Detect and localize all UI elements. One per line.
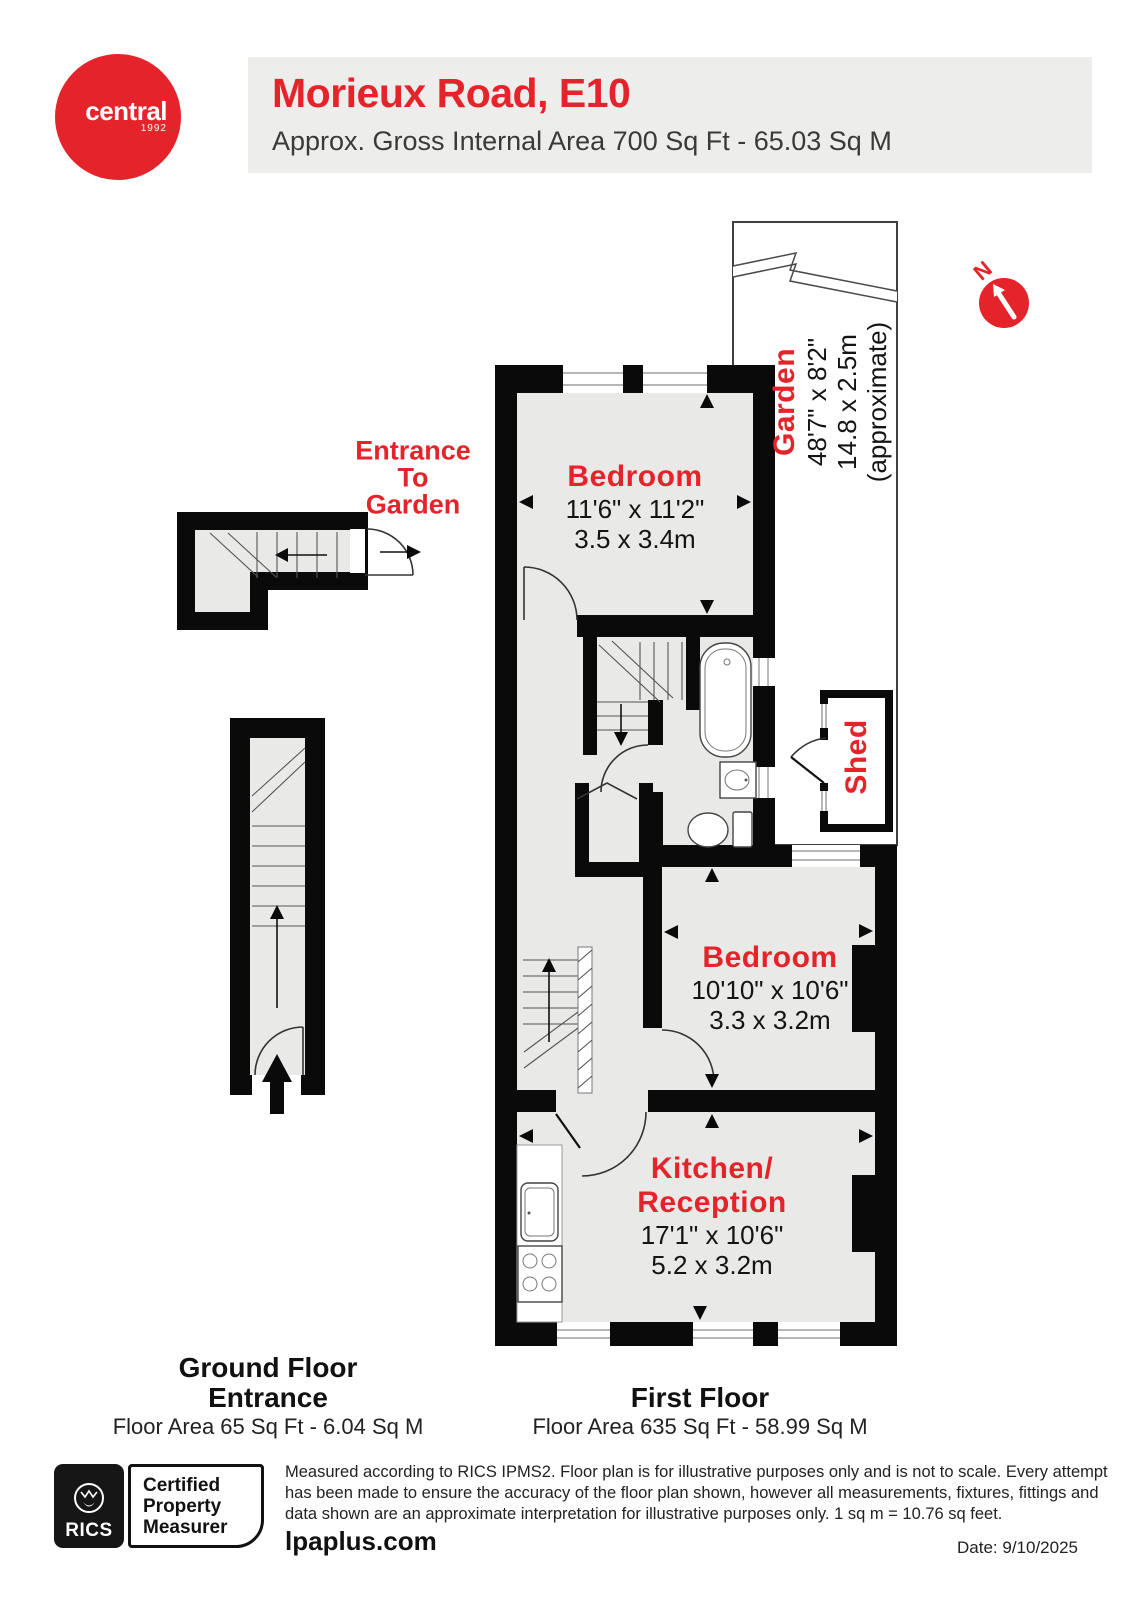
entrance-arrow <box>262 1054 292 1114</box>
disclaimer-line-2: has been made to ensure the accuracy of … <box>285 1484 1099 1502</box>
door-arcs <box>254 528 715 1177</box>
kitchen-label: Kitchen/ Reception 17'1" x 10'6" 5.2 x 3… <box>637 1152 787 1280</box>
toilet-icon <box>687 812 729 848</box>
date-label: Date: 9/10/2025 <box>957 1538 1078 1557</box>
first-floor-area: Floor Area 635 Sq Ft - 58.99 Sq M <box>532 1414 868 1439</box>
shed-structure <box>790 690 893 832</box>
certified-measurer-badge: Certified Property Measurer <box>128 1464 264 1548</box>
bedroom2-dims-m: 3.3 x 3.2m <box>709 1005 831 1035</box>
disclaimer-line-3: data shown are an approximate interpreta… <box>285 1505 1003 1523</box>
cert-line-2: Property <box>143 1495 222 1517</box>
ground-floor-area: Floor Area 65 Sq Ft - 6.04 Sq M <box>112 1414 424 1439</box>
ground-floor-title-1: Ground Floor <box>178 1352 358 1383</box>
stairs <box>209 532 683 1094</box>
header-band <box>248 57 1092 173</box>
page-title: Morieux Road, E10 <box>272 70 631 116</box>
bathtub-icon <box>699 642 752 758</box>
ground-floor-title-2: Entrance <box>208 1382 328 1413</box>
bedroom1-dims-m: 3.5 x 3.4m <box>574 524 696 554</box>
bedroom2-name: Bedroom <box>702 941 838 974</box>
entrance-to-garden-label: Entrance To Garden <box>355 435 471 520</box>
stove-icon <box>517 1245 563 1303</box>
cert-line-3: Measurer <box>143 1516 228 1538</box>
rics-logo-text: RICS <box>65 1520 113 1541</box>
page-subtitle: Approx. Gross Internal Area 700 Sq Ft - … <box>272 126 892 156</box>
compass-icon <box>979 278 1029 328</box>
kitchen-sink-icon <box>520 1182 559 1242</box>
agency-logo-brand: central <box>85 96 167 126</box>
rics-lion-icon <box>74 1483 104 1513</box>
rics-logo: RICS <box>54 1464 124 1548</box>
kitchen-name-1: Kitchen/ <box>650 1152 774 1185</box>
bedroom1-name: Bedroom <box>567 460 703 493</box>
garden-dims-ft: 48'7" x 8'2" <box>802 337 832 467</box>
kitchen-dims-m: 5.2 x 3.2m <box>651 1250 773 1280</box>
measurement-arrows <box>519 394 873 1320</box>
ground-floor-caption: Ground Floor Entrance Floor Area 65 Sq F… <box>113 1353 424 1441</box>
kitchen-name-2: Reception <box>637 1186 787 1219</box>
first-floor-caption: First Floor Floor Area 635 Sq Ft - 58.99… <box>532 1383 867 1441</box>
garden-label: Garden 48'7" x 8'2" 14.8 x 2.5m (approxi… <box>768 322 892 482</box>
agency-logo-year: 1992 <box>140 123 167 134</box>
kitchen-dims-ft: 17'1" x 10'6" <box>640 1220 784 1250</box>
bedroom2-label: Bedroom 10'10" x 10'6" 3.3 x 3.2m <box>691 941 848 1035</box>
first-floor-title: First Floor <box>630 1382 770 1413</box>
disclaimer-line-1: Measured according to RICS IPMS2. Floor … <box>285 1463 1108 1481</box>
bedroom1-dims-ft: 11'6" x 11'2" <box>565 494 705 524</box>
basin-icon <box>719 761 757 799</box>
agency-logo: central 1992 <box>55 54 181 180</box>
cert-line-1: Certified <box>143 1474 221 1496</box>
garden-note: (approximate) <box>862 321 892 483</box>
shed-name: Shed <box>840 719 873 795</box>
bedroom1-label: Bedroom 11'6" x 11'2" 3.5 x 3.4m <box>566 460 705 554</box>
garden-name: Garden <box>768 347 801 457</box>
shed-label: Shed <box>840 719 874 794</box>
windows <box>557 365 860 1346</box>
garden-dims-m: 14.8 x 2.5m <box>832 334 862 470</box>
fixtures <box>516 642 757 1323</box>
website-label: lpaplus.com <box>285 1526 437 1556</box>
bedroom2-dims-ft: 10'10" x 10'6" <box>691 975 849 1005</box>
